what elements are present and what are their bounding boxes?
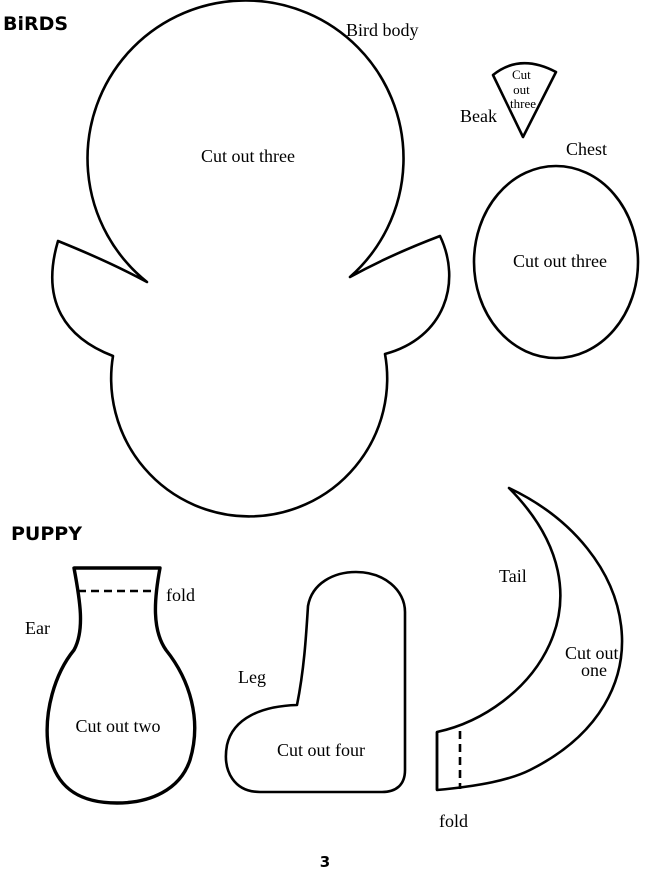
birds-heading: BiRDS bbox=[3, 13, 68, 35]
ear-instruction: Cut out two bbox=[75, 716, 160, 736]
leg-instruction: Cut out four bbox=[277, 740, 365, 760]
tail-instruction-line: Cut out bbox=[565, 643, 619, 663]
tail-fold-label: fold bbox=[439, 811, 468, 831]
beak-shape bbox=[491, 61, 558, 139]
beak-instruction-line: Cut bbox=[512, 67, 531, 82]
ear-shape bbox=[45, 566, 197, 805]
tail-label: Tail bbox=[499, 566, 527, 586]
beak-instruction-line: three bbox=[510, 96, 536, 111]
ear-fold-label: fold bbox=[166, 585, 195, 605]
leg-shape bbox=[224, 570, 407, 794]
tail-instruction-line: one bbox=[581, 660, 607, 680]
tail-instruction: Cut out one bbox=[565, 643, 623, 680]
leg-label: Leg bbox=[238, 667, 266, 687]
chest-label: Chest bbox=[566, 139, 607, 159]
tail-shape bbox=[435, 486, 624, 792]
bird-body-shape bbox=[50, 0, 451, 518]
chest-shape bbox=[472, 164, 640, 360]
chest-instruction: Cut out three bbox=[513, 251, 607, 271]
beak-label: Beak bbox=[460, 106, 497, 126]
beak-instruction-line: out bbox=[513, 82, 530, 97]
ear-label: Ear bbox=[25, 618, 50, 638]
page-number: 3 bbox=[320, 853, 330, 871]
beak-instruction: Cut out three bbox=[510, 67, 536, 111]
bird-body-instruction: Cut out three bbox=[201, 146, 295, 166]
puppy-heading: PUPPY bbox=[11, 523, 82, 545]
bird-body-label: Bird body bbox=[346, 20, 419, 40]
